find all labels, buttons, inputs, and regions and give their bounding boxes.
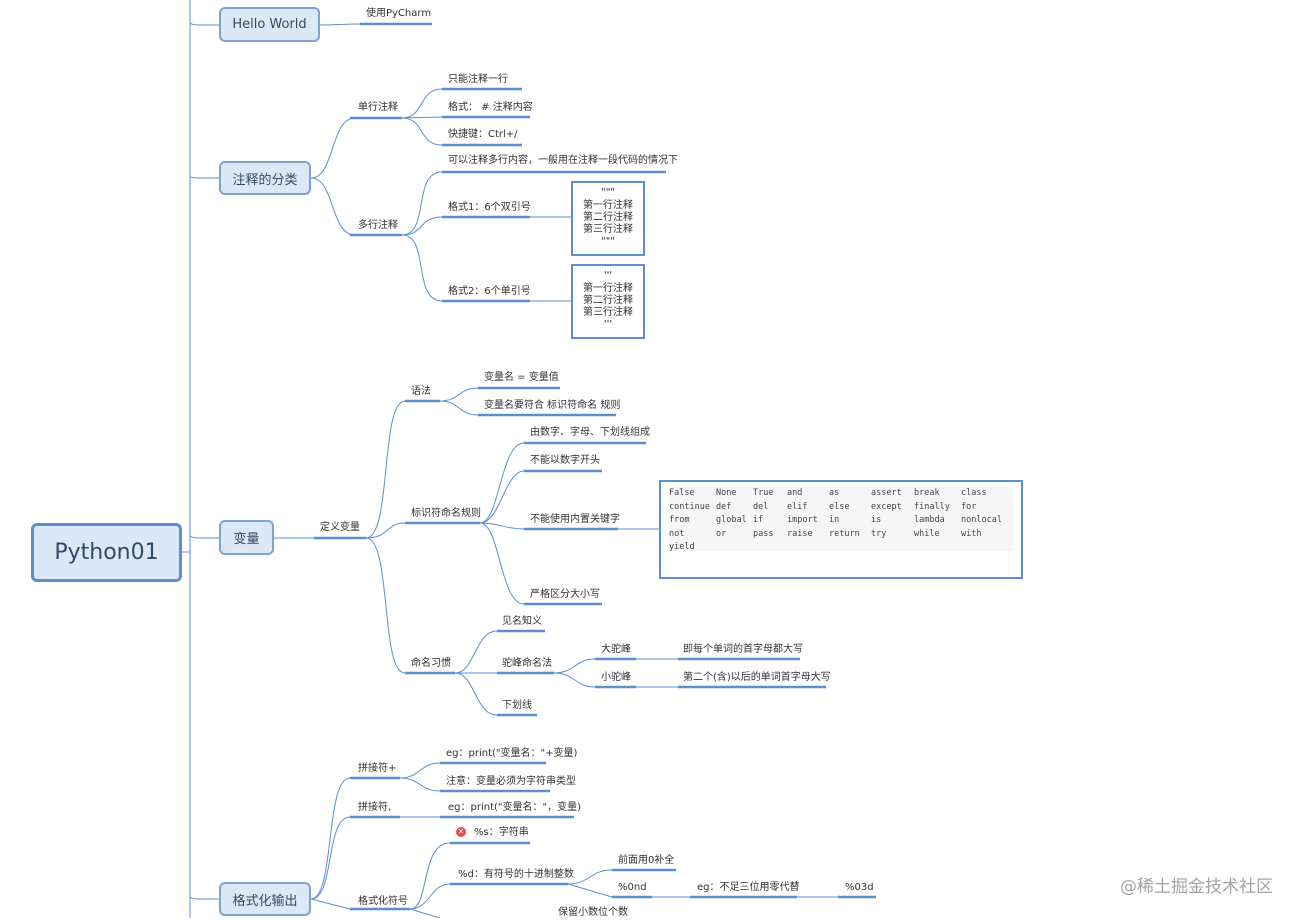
node-upper-camel-desc[interactable]: 即每个单词的首字母都大写: [683, 644, 803, 655]
node-syntax[interactable]: 语法: [411, 386, 431, 397]
keyword-break: break: [914, 488, 940, 498]
box-line: ''': [603, 319, 613, 330]
keyword-return: return: [829, 528, 860, 539]
node-multi-format2[interactable]: 格式2：6个单引号: [448, 286, 531, 297]
node-single-line-comment[interactable]: 单行注释: [358, 102, 398, 113]
keywords-grid: False None True and as assert break class contin…: [669, 487, 1013, 552]
node-concat-comma-example[interactable]: eg：print("变量名："，变量): [448, 802, 581, 813]
node-camel-case[interactable]: 驼峰命名法: [502, 658, 552, 669]
keyword-and: and: [787, 488, 803, 498]
node-naming-habits[interactable]: 命名习惯: [411, 658, 451, 669]
keyword-not: not: [669, 528, 685, 539]
keyword-None: None: [716, 488, 737, 498]
keyword-lambda: lambda: [914, 515, 945, 525]
node-identifier-rules[interactable]: 标识符命名规则: [411, 508, 481, 519]
keyword-yield: yield: [669, 542, 695, 552]
node-lower-camel-desc[interactable]: 第二个(含)以后的单词首字母大写: [683, 672, 831, 683]
node-concat-plus-example[interactable]: eg：print("变量名："+变量): [446, 748, 578, 759]
node-rule-no-digit-start[interactable]: 不能以数字开头: [530, 455, 600, 466]
node-single-line-only[interactable]: 只能注释一行: [448, 74, 508, 85]
double-quote-comment-box: """ 第一行注释 第二行注释 第三行注释 """: [571, 181, 645, 256]
node-rule-case-sensitive[interactable]: 严格区分大小写: [530, 589, 600, 600]
keyword-global: global: [716, 515, 747, 525]
keyword-elif: elif: [787, 501, 808, 512]
node-concat-plus-note[interactable]: 注意：变量必须为字符串类型: [446, 776, 576, 787]
node-single-line-format[interactable]: 格式： # 注释内容: [448, 102, 533, 113]
node-syntax-rule[interactable]: 变量名要符合 标识符命名 规则: [484, 400, 621, 411]
keyword-if: if: [753, 515, 764, 525]
node-percent-s-label: %s：字符串: [474, 827, 529, 838]
node-syntax-assign[interactable]: 变量名 = 变量值: [484, 372, 559, 383]
watermark: @稀土掘金技术社区: [1120, 877, 1273, 897]
box-line: """: [601, 236, 615, 247]
single-quote-comment-box: ''' 第一行注释 第二行注释 第三行注释 ''': [571, 264, 645, 339]
keyword-import: import: [787, 515, 818, 525]
keywords-box: False None True and as assert break class contin…: [659, 480, 1023, 579]
box-line: 第一行注释: [583, 200, 633, 211]
keyword-finally: finally: [914, 501, 950, 512]
keyword-else: else: [829, 501, 850, 512]
keyword-for: for: [961, 501, 977, 512]
node-multi-format1[interactable]: 格式1：6个双引号: [448, 202, 531, 213]
node-concat-plus[interactable]: 拼接符+: [358, 763, 397, 774]
keyword-in: in: [829, 515, 840, 525]
node-upper-camel[interactable]: 大驼峰: [601, 644, 631, 655]
keyword-except: except: [871, 501, 902, 512]
node-percent-s[interactable]: ✕ %s：字符串: [456, 826, 529, 840]
keyword-try: try: [871, 528, 887, 539]
keyword-or: or: [716, 528, 727, 539]
keyword-False: False: [669, 488, 695, 498]
topic-variables[interactable]: 变量: [219, 520, 274, 555]
keyword-assert: assert: [871, 488, 902, 498]
topic-hello-world[interactable]: Hello World: [219, 7, 320, 42]
box-line: 第二行注释: [583, 212, 633, 223]
box-line: 第二行注释: [583, 295, 633, 306]
keyword-continue: continue: [669, 501, 710, 512]
node-rule-chars[interactable]: 由数字、字母、下划线组成: [530, 427, 650, 438]
warning-icon: ✕: [456, 827, 466, 837]
keyword-as: as: [829, 488, 840, 498]
node-percent-d[interactable]: %d：有符号的十进制整数: [458, 869, 574, 880]
keyword-with: with: [961, 528, 982, 539]
keyword-del: del: [753, 501, 769, 512]
topic-comments[interactable]: 注释的分类: [219, 161, 311, 195]
keyword-True: True: [753, 488, 774, 498]
keyword-from: from: [669, 515, 690, 525]
node-meaningful-names[interactable]: 见名知义: [502, 616, 542, 627]
node-decimal-places[interactable]: 保留小数位个数: [558, 907, 628, 918]
node-use-pycharm[interactable]: 使用PyCharm: [366, 8, 432, 19]
node-percent-03d[interactable]: %03d: [845, 882, 874, 893]
keyword-is: is: [871, 515, 882, 525]
node-underscore[interactable]: 下划线: [502, 700, 532, 711]
node-multi-line-desc[interactable]: 可以注释多行内容，一般用在注释一段代码的情况下: [448, 155, 678, 166]
root-node[interactable]: Python01: [31, 523, 182, 582]
keyword-class: class: [961, 488, 987, 498]
topic-format-output[interactable]: 格式化输出: [219, 882, 311, 916]
keyword-raise: raise: [787, 528, 813, 539]
node-single-line-shortcut[interactable]: 快捷键：Ctrl+/: [448, 129, 518, 140]
node-rule-no-keywords[interactable]: 不能使用内置关键字: [530, 514, 620, 525]
box-line: """: [601, 187, 615, 198]
box-line: 第三行注释: [583, 224, 633, 235]
node-zero-pad[interactable]: 前面用0补全: [618, 855, 675, 866]
keyword-nonlocal: nonlocal: [961, 515, 1002, 525]
keyword-def: def: [716, 501, 732, 512]
node-format-symbols[interactable]: 格式化符号: [358, 896, 408, 907]
keyword-while: while: [914, 528, 940, 539]
box-line: 第一行注释: [583, 283, 633, 294]
node-define-variable[interactable]: 定义变量: [320, 522, 360, 533]
box-line: 第三行注释: [583, 307, 633, 318]
node-concat-comma[interactable]: 拼接符,: [358, 802, 392, 813]
node-percent-0nd[interactable]: %0nd: [618, 882, 647, 893]
node-lower-camel[interactable]: 小驼峰: [601, 672, 631, 683]
node-multi-line-comment[interactable]: 多行注释: [358, 220, 398, 231]
keyword-pass: pass: [753, 528, 774, 539]
node-percent-0nd-example[interactable]: eg：不足三位用零代替: [697, 882, 800, 893]
box-line: ''': [603, 270, 613, 281]
